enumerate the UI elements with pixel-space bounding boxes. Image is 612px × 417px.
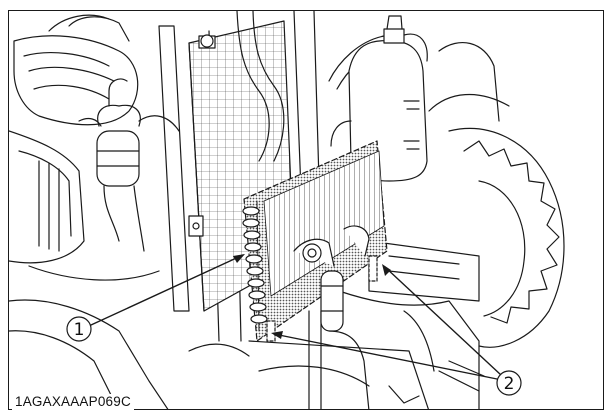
oil-cooler <box>242 140 388 342</box>
callout-2-label: 2 <box>504 374 515 394</box>
fuel-filter <box>78 78 180 252</box>
leader-lines <box>90 254 502 380</box>
callout-2: 2 <box>496 370 522 396</box>
left-engine-area <box>9 14 250 409</box>
callout-1: 1 <box>66 316 92 342</box>
arrowhead-2a <box>271 331 283 339</box>
callout-1-label: 1 <box>74 320 85 340</box>
arrowhead-1 <box>233 254 245 263</box>
leader-line-2b <box>384 266 502 376</box>
tire <box>428 42 565 348</box>
leader-arrowheads <box>233 254 391 339</box>
figure-code: 1AGAXAAAP069C <box>12 394 134 410</box>
arrowhead-2b <box>382 264 391 276</box>
illustration-frame: 1 2 <box>8 10 604 410</box>
leader-line-1 <box>90 254 244 326</box>
engine-bay-illustration: 1 2 <box>9 11 565 409</box>
leader-line-2a <box>273 333 498 380</box>
